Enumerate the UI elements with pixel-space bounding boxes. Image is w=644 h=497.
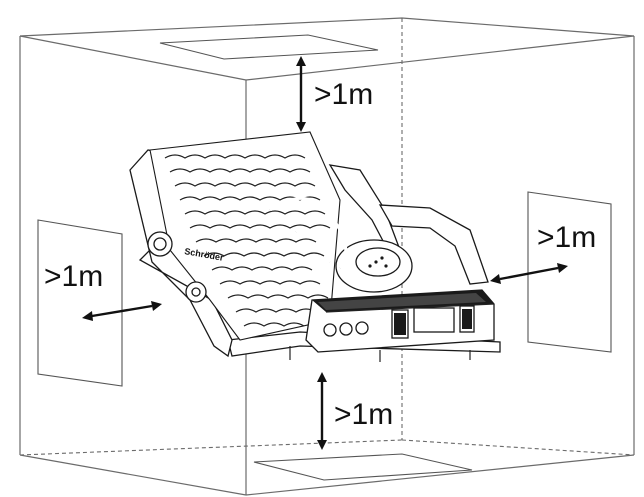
top-clearance-label: >1m bbox=[314, 78, 373, 111]
cooling-fins bbox=[149, 131, 341, 341]
bottom-clearance-arrow bbox=[317, 372, 327, 450]
top-clearance-arrow bbox=[296, 56, 306, 132]
bushing-dome bbox=[335, 239, 413, 293]
control-box bbox=[305, 289, 495, 353]
bottom-clearance-label: >1m bbox=[334, 398, 393, 431]
right-clearance-plane bbox=[527, 191, 612, 353]
left-clearance-plane bbox=[37, 219, 123, 387]
top-clearance-plane bbox=[159, 34, 379, 60]
transformer-illustration: Schröder bbox=[129, 131, 501, 362]
left-clearance-arrow bbox=[82, 301, 162, 321]
bottom-clearance-plane bbox=[253, 453, 473, 481]
left-clearance-label: >1m bbox=[44, 260, 103, 293]
right-clearance-label: >1m bbox=[537, 221, 596, 254]
left-hub bbox=[147, 231, 207, 303]
right-clearance-arrow bbox=[490, 263, 568, 284]
